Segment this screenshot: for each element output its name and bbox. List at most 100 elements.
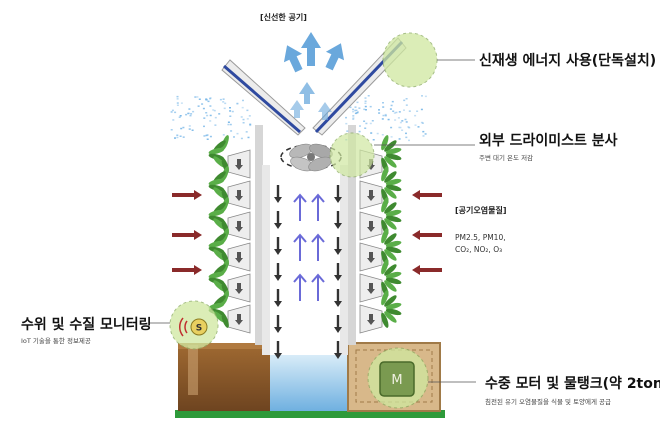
mist-droplet — [249, 123, 252, 126]
inflow-arrow-head — [194, 190, 202, 200]
mist-droplet — [393, 112, 396, 114]
leaf-icon — [381, 290, 389, 306]
mist-droplet — [369, 122, 372, 125]
mist-droplet — [242, 99, 244, 102]
mist-droplet — [394, 119, 397, 121]
mist-droplet — [416, 110, 419, 112]
pot-flow-arrow — [235, 221, 243, 232]
down-arrow — [334, 263, 342, 281]
mist-droplet — [196, 96, 199, 98]
mist-droplet — [354, 106, 357, 108]
mist-droplet — [384, 114, 387, 117]
down-arrow — [334, 289, 342, 307]
mist-droplet — [176, 136, 179, 139]
mist-droplet — [358, 107, 361, 109]
mist-droplet — [404, 118, 407, 121]
leaf-icon — [208, 209, 225, 217]
mist-droplet — [369, 105, 372, 108]
dry-mist-label: 외부 드라이미스트 분사 — [479, 132, 618, 149]
updraft-arrow — [311, 193, 325, 221]
mist-droplet — [364, 105, 367, 108]
mist-droplet — [206, 114, 209, 117]
mist-droplet — [405, 132, 407, 135]
mist-droplet — [207, 100, 210, 103]
mist-droplet — [179, 135, 182, 137]
mist-droplet — [414, 124, 417, 126]
leaf-icon — [385, 246, 402, 254]
mist-droplet — [391, 100, 394, 103]
leaf-icon — [384, 311, 397, 323]
mist-droplet — [365, 122, 368, 125]
mist-droplet — [365, 109, 367, 111]
mist-droplet — [245, 131, 248, 133]
mist-droplet — [352, 118, 355, 120]
ground-strip — [175, 410, 445, 418]
inflow-arrow-shaft — [420, 233, 442, 237]
mist-droplet — [178, 116, 181, 118]
leaf-icon — [385, 271, 402, 279]
mist-droplet — [359, 125, 361, 127]
leaf-icon — [385, 277, 402, 285]
pot-flow-arrow — [367, 252, 375, 263]
mist-droplet — [233, 136, 235, 138]
inflow-arrow-head — [412, 265, 420, 275]
leaf-icon — [381, 259, 389, 275]
pot-flow-arrow — [235, 314, 243, 325]
down-arrow — [334, 315, 342, 333]
mist-droplet — [390, 136, 393, 138]
downflow-arrows — [274, 185, 342, 359]
mist-droplet — [370, 132, 373, 134]
monitor-pipe — [188, 345, 198, 395]
mist-droplet — [390, 126, 393, 129]
leaf-icon — [384, 156, 397, 168]
mist-droplet — [180, 102, 183, 104]
mist-droplet — [405, 98, 408, 100]
fan-icon — [280, 143, 342, 172]
water-basin — [270, 355, 348, 411]
updraft-arrow — [293, 193, 307, 221]
mist-droplet — [398, 138, 401, 140]
mist-droplet — [174, 111, 177, 114]
mist-droplet — [188, 128, 191, 130]
mist-droplet — [352, 110, 355, 113]
mist-droplet — [246, 109, 249, 112]
mist-droplet — [209, 97, 212, 100]
mist-droplet — [203, 125, 205, 128]
mist-droplet — [414, 114, 417, 117]
monitoring-sublabel: IoT 기술을 통한 정보제공 — [21, 336, 91, 345]
leaf-icon — [384, 187, 397, 199]
plant-module — [359, 197, 402, 241]
mist-droplet — [364, 97, 367, 99]
mist-droplet — [382, 106, 385, 108]
down-arrow — [274, 263, 282, 281]
mist-droplet — [171, 109, 174, 112]
pollutant-label: [공기오염물질] — [455, 205, 506, 215]
mist-droplet — [240, 116, 243, 118]
renewable-highlight — [382, 32, 438, 88]
mist-droplet — [242, 122, 245, 124]
pot-flow-arrow — [367, 283, 375, 294]
mist-droplet — [170, 129, 173, 131]
mist-droplet — [209, 114, 212, 117]
mist-droplet — [212, 109, 215, 111]
leaf-icon — [385, 153, 402, 161]
pot-flow-arrow — [367, 314, 375, 325]
sensor-letter: S — [196, 324, 202, 334]
leaf-icon — [208, 178, 225, 186]
mist-droplet — [182, 126, 185, 129]
inflow-arrow-head — [194, 265, 202, 275]
mist-spray — [170, 95, 427, 142]
mist-droplet — [355, 109, 358, 112]
pot-flow-arrow — [367, 190, 375, 201]
pollutant-list-1: PM2.5, PM10, — [455, 233, 506, 242]
plant-module — [208, 290, 251, 334]
mist-droplet — [189, 114, 192, 117]
mist-droplet — [421, 95, 423, 97]
mist-droplet — [201, 103, 204, 105]
down-arrow — [274, 185, 282, 203]
mist-droplet — [420, 108, 423, 111]
pot-flow-arrow — [235, 159, 243, 170]
mist-droplet — [222, 101, 225, 103]
updraft-arrow — [311, 273, 325, 301]
